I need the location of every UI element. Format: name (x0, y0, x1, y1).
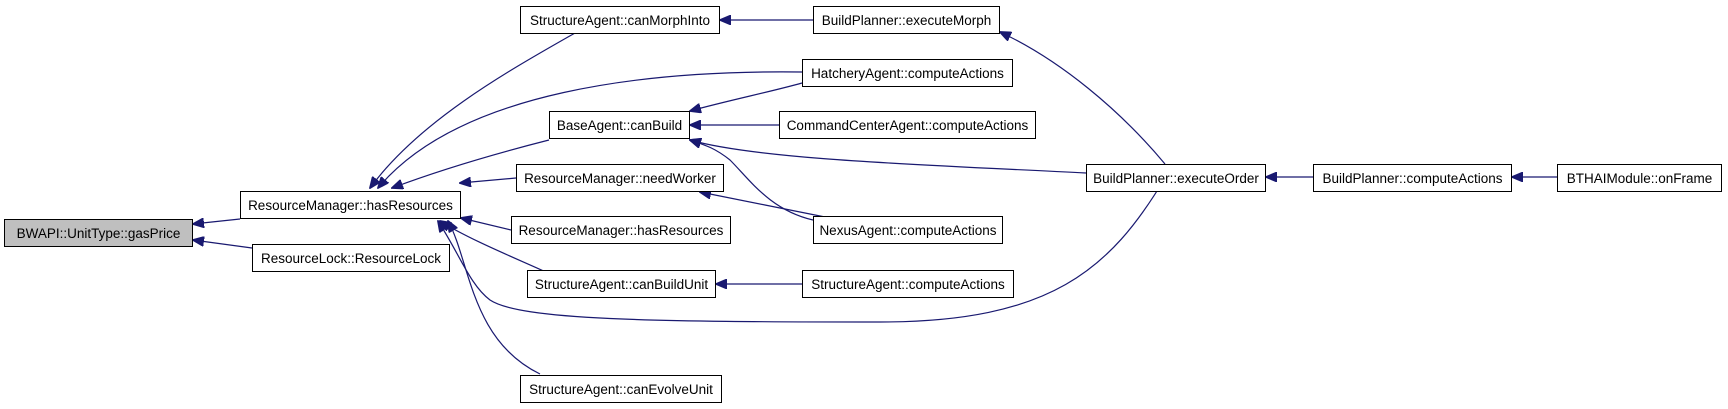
node-executemorph[interactable]: BuildPlanner::executeMorph (813, 6, 1000, 34)
node-gasprice: BWAPI::UnitType::gasPrice (4, 219, 193, 247)
node-resourcelock[interactable]: ResourceLock::ResourceLock (252, 244, 450, 272)
node-onframe[interactable]: BTHAIModule::onFrame (1557, 164, 1722, 192)
edge-hatchery-to-canbuild (690, 82, 803, 111)
node-resourcemanager-hasresources-2[interactable]: ResourceManager::hasResources (511, 216, 731, 244)
node-commandcenter-computeactions[interactable]: CommandCenterAgent::computeActions (779, 111, 1036, 139)
node-hatchery-computeactions[interactable]: HatcheryAgent::computeActions (802, 59, 1013, 87)
edge-canevolveunit-to-hasresources (448, 221, 541, 375)
node-canbuildunit[interactable]: StructureAgent::canBuildUnit (527, 270, 716, 298)
node-buildplanner-computeactions[interactable]: BuildPlanner::computeActions (1313, 164, 1512, 192)
edge-canmorphinto-to-hasresources (370, 32, 576, 188)
edge-executeorder-to-hasresources (438, 177, 1166, 323)
node-resourcemanager-hasresources[interactable]: ResourceManager::hasResources (240, 191, 461, 219)
edge-needworker-to-hasresources (460, 178, 517, 183)
edge-resourcelock-to-gasprice (193, 240, 253, 249)
edge-hatchery-to-hasresources (378, 71, 803, 188)
node-canmorphinto[interactable]: StructureAgent::canMorphInto (520, 6, 720, 34)
node-canevolveunit[interactable]: StructureAgent::canEvolveUnit (520, 375, 722, 403)
node-executeorder[interactable]: BuildPlanner::executeOrder (1086, 164, 1266, 192)
node-nexus-computeactions[interactable]: NexusAgent::computeActions (813, 216, 1003, 244)
edge-hasresources2-to-hasresources (461, 218, 512, 231)
edge-executeorder-to-canbuild (690, 140, 1087, 174)
node-canbuild[interactable]: BaseAgent::canBuild (549, 111, 690, 139)
edge-nexus-to-needworker (700, 192, 831, 219)
node-needworker[interactable]: ResourceManager::needWorker (516, 164, 724, 192)
edge-hasresources-to-gasprice (193, 219, 241, 224)
edge-canbuild-to-hasresources (392, 139, 550, 188)
node-structureagent-computeactions[interactable]: StructureAgent::computeActions (802, 270, 1014, 298)
edge-executeorder-to-executemorph (1000, 32, 1166, 165)
